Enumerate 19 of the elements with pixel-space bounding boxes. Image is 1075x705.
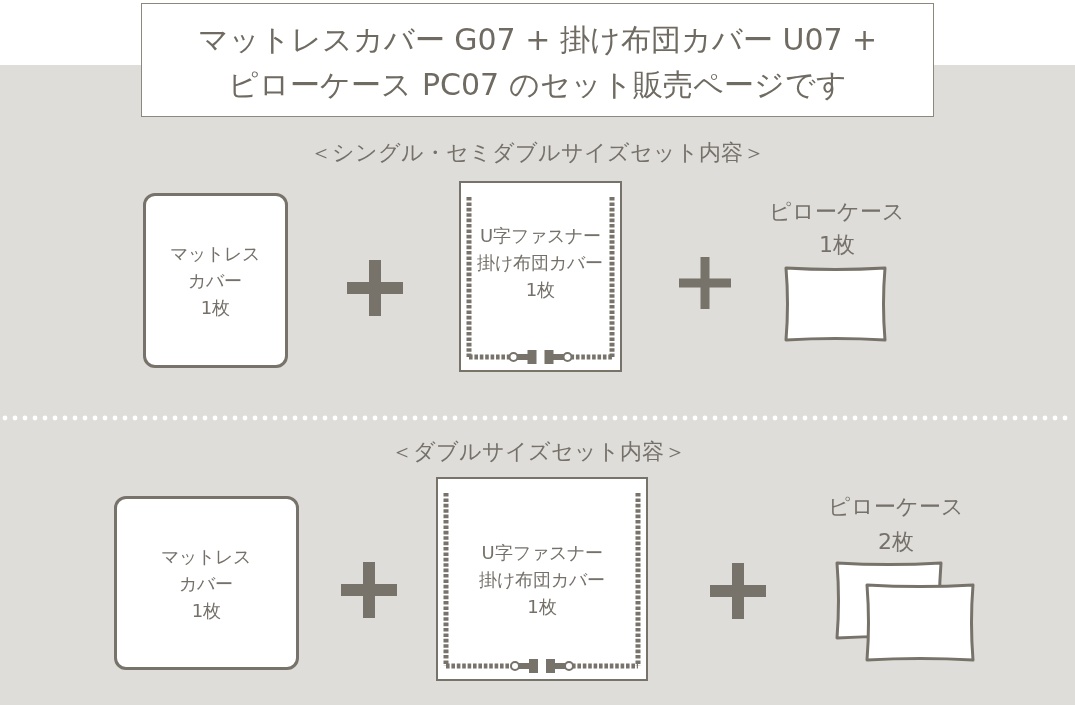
- quantity-label: 2枚: [878, 528, 914, 556]
- quantity-label: 1枚: [191, 598, 222, 623]
- quantity-label: 1枚: [200, 296, 231, 320]
- section-heading: ＜シングル・セミダブルサイズセット内容＞: [309, 139, 765, 167]
- duvet-cover-box: [436, 477, 648, 681]
- item-label: ピローケース: [828, 493, 964, 521]
- item-label: U字ファスナー掛け布団カバー: [476, 224, 605, 275]
- duvet-cover-box: [459, 181, 622, 372]
- item-label: マットレスカバー: [169, 242, 262, 293]
- quantity-label: 1枚: [525, 278, 556, 302]
- item-label: U字ファスナー掛け布団カバー: [478, 540, 606, 592]
- section-heading: ＜ダブルサイズセット内容＞: [390, 438, 686, 466]
- quantity-label: 1枚: [819, 231, 855, 259]
- item-label: マットレスカバー: [160, 544, 253, 596]
- quantity-label: 1枚: [527, 594, 557, 619]
- title-box: マットレスカバー G07 + 掛け布団カバー U07 + ピローケース PC07 のセット販売ページです: [141, 3, 934, 117]
- mattress-cover-box: [143, 193, 288, 368]
- item-label: ピローケース: [769, 198, 905, 226]
- mattress-cover-box: [114, 496, 299, 670]
